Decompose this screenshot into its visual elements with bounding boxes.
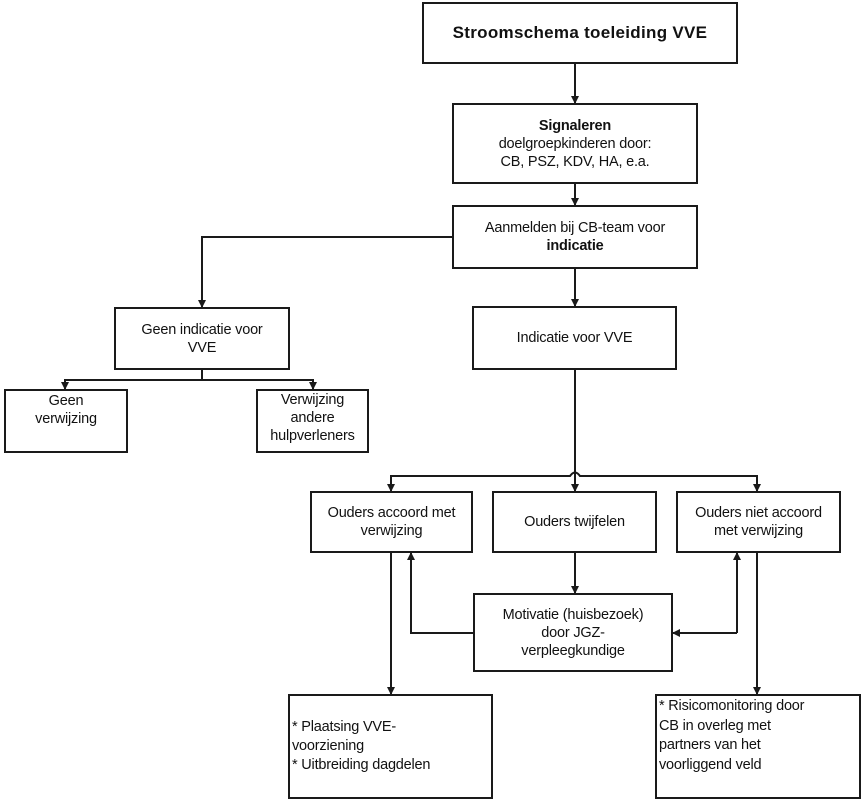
motivatie-line: verpleegkundige [521,642,625,659]
risicomonitoring-line: CB in overleg met [659,717,771,734]
plaatsing-line: * Plaatsing VVE- [292,719,396,735]
plaatsing-line: voorziening [292,738,364,754]
geen-verwijzing-line: verwijzing [35,411,97,427]
risicomonitoring-line: voorliggend veld [659,756,762,773]
indicatie-line: Indicatie voor VVE [516,330,633,346]
motivatie-line: Motivatie (huisbezoek) [502,606,644,623]
geen-verwijzing-line: Geen [48,393,84,409]
node-verwijzing-andere: Verwijzing andere hulpverleners [256,389,369,453]
signaleren-heading: Signaleren [538,117,612,134]
ouders-niet-accoord-line: met verwijzing [713,523,804,539]
risicomonitoring-line: * Risicomonitoring door [659,698,805,714]
verwijzing-andere-line: hulpverleners [270,428,355,444]
node-ouders-accoord: Ouders accoord met verwijzing [310,491,473,553]
geen-indicatie-line: VVE [187,339,217,356]
node-ouders-niet-accoord: Ouders niet accoord met verwijzing [676,491,841,553]
node-plaatsing: * Plaatsing VVE- voorziening * Uitbreidi… [288,694,493,799]
node-geen-indicatie: Geen indicatie voor VVE [114,307,290,370]
node-risicomonitoring: * Risicomonitoring door CB in overleg me… [655,694,861,799]
aanmelden-bold: indicatie [546,238,604,254]
diagram-title: Stroomschema toeleiding VVE [452,23,708,42]
node-ouders-twijfelen: Ouders twijfelen [492,491,657,553]
edge-aanmelden-geen-indicatie [198,236,452,308]
node-aanmelden: Aanmelden bij CB-team voor indicatie [452,205,698,269]
node-signaleren: Signaleren doelgroepkinderen door: CB, P… [452,103,698,184]
risicomonitoring-line: partners van het [659,737,761,753]
geen-indicatie-line: Geen indicatie voor [141,321,263,338]
edge-motivatie-accoord [407,552,473,634]
signaleren-line: doelgroepkinderen door: [498,135,652,152]
node-indicatie: Indicatie voor VVE [472,306,677,370]
ouders-accoord-line: Ouders accoord met [327,505,456,521]
plaatsing-line: * Uitbreiding dagdelen [292,757,431,773]
edge-indicatie-branch [390,471,758,491]
edge-geen-indicatie-verwijzing-andere [202,379,317,390]
signaleren-line: CB, PSZ, KDV, HA, e.a. [500,153,650,170]
node-geen-verwijzing: Geen verwijzing [4,389,128,453]
node-title: Stroomschema toeleiding VVE [422,2,738,64]
ouders-twijfelen-line: Ouders twijfelen [524,514,625,530]
motivatie-line: door JGZ- [541,624,605,641]
verwijzing-andere-line: Verwijzing [280,392,345,408]
aanmelden-line: Aanmelden bij CB-team voor [484,220,666,236]
ouders-niet-accoord-line: Ouders niet accoord [695,505,822,521]
ouders-accoord-line: verwijzing [360,523,423,539]
node-motivatie: Motivatie (huisbezoek) door JGZ- verplee… [473,593,673,672]
edge-geen-indicatie-geen-verwijzing [61,379,202,390]
verwijzing-andere-line: andere [290,410,335,426]
